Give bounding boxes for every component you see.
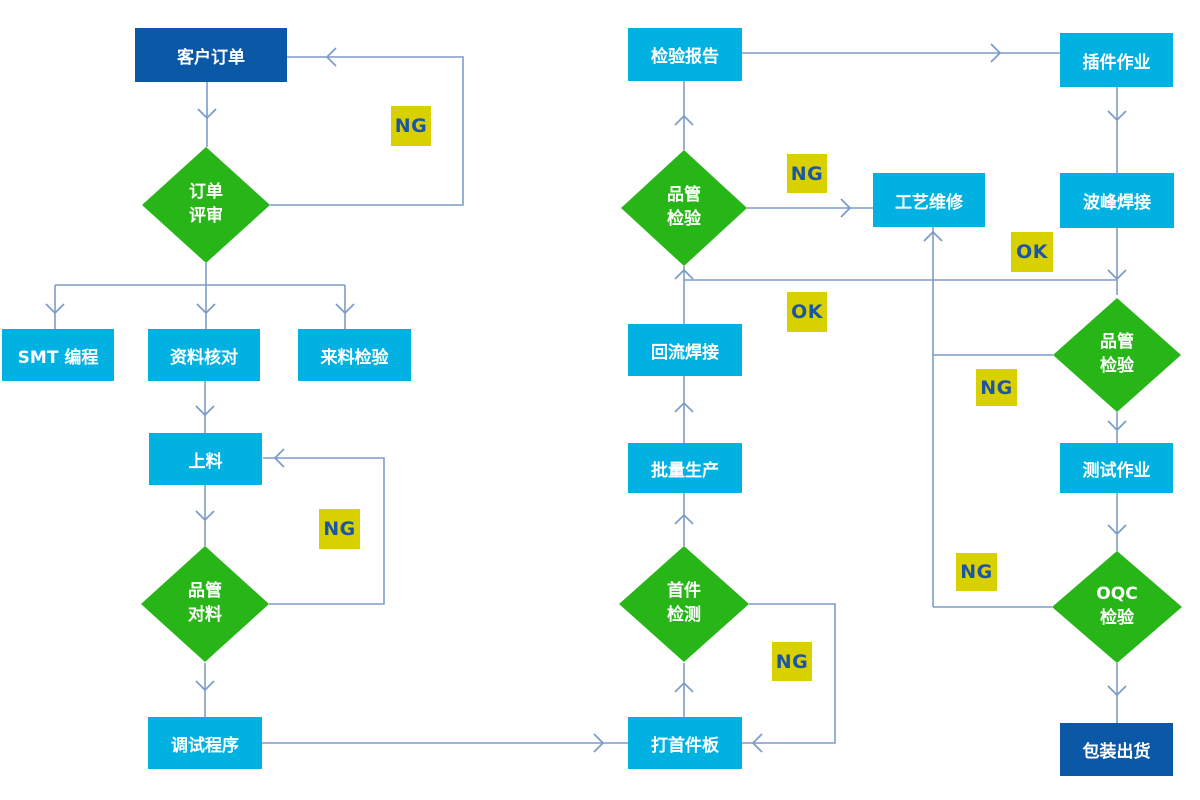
- node-label: 客户订单: [177, 47, 245, 68]
- node-debug-program: 调试程序: [148, 717, 262, 769]
- connector-left-loops: [263, 56, 464, 605]
- connector-top-row: [742, 52, 1118, 173]
- node-label: 资料核对: [170, 347, 238, 368]
- edge-label-text: OK: [791, 301, 823, 323]
- node-inspection-report: 检验报告: [628, 28, 742, 81]
- node-label: 首件 检测: [667, 581, 701, 625]
- edge-label-ng-order-review: NG: [391, 106, 431, 146]
- edge-label-ng-qc-material: NG: [319, 509, 360, 549]
- node-label: 回流焊接: [651, 342, 719, 363]
- edge-label-ng-qc-right: NG: [976, 369, 1017, 406]
- node-data-check: 资料核对: [148, 329, 260, 381]
- node-incoming-inspection: 来料检验: [298, 329, 411, 381]
- edge-label-ok-qc-mid: OK: [787, 292, 827, 332]
- node-label: 上料: [188, 451, 223, 472]
- node-label: 工艺维修: [895, 192, 963, 213]
- node-label: 包装出货: [1082, 742, 1151, 762]
- node-label: 品管 检验: [667, 185, 701, 229]
- node-process-repair: 工艺维修: [873, 173, 985, 227]
- edge-label-text: NG: [775, 650, 809, 673]
- node-customer-order: 客户订单: [135, 28, 287, 82]
- edge-label-text: NG: [790, 162, 824, 185]
- node-label: 品管 对料: [188, 581, 222, 625]
- node-label: 插件作业: [1082, 52, 1151, 73]
- edge-label-text: NG: [960, 561, 993, 583]
- node-label: 批量生产: [651, 460, 719, 481]
- edge-label-ng-first-article: NG: [772, 642, 812, 681]
- node-wave-soldering: 波峰焊接: [1060, 173, 1174, 228]
- node-label: 订单 评审: [189, 182, 223, 226]
- node-label: 来料检验: [320, 347, 389, 368]
- edge-label-ng-qc-mid: NG: [787, 154, 827, 193]
- node-label: 波峰焊接: [1083, 193, 1151, 213]
- node-test-operation: 测试作业: [1060, 443, 1173, 493]
- node-label: OQC 检验: [1096, 584, 1138, 628]
- node-label: 调试程序: [171, 735, 239, 756]
- node-label: 品管 检验: [1100, 332, 1134, 376]
- node-first-board: 打首件板: [628, 717, 742, 769]
- node-label: SMT 编程: [17, 347, 99, 368]
- node-label: 检验报告: [651, 47, 719, 67]
- node-packing-shipping: 包装出货: [1060, 723, 1173, 776]
- node-label: 测试作业: [1082, 460, 1151, 481]
- node-loading: 上料: [149, 433, 262, 485]
- edge-label-ok-wave-solder: OK: [1011, 232, 1053, 272]
- edge-label-text: NG: [323, 518, 356, 540]
- node-smt-programming: SMT 编程: [2, 329, 114, 381]
- edge-label-text: OK: [1016, 241, 1048, 263]
- node-plugin-operation: 插件作业: [1060, 33, 1173, 87]
- arrowheads: [45, 43, 1127, 753]
- node-label: 打首件板: [651, 735, 719, 756]
- edge-label-text: NG: [980, 376, 1013, 399]
- node-batch-production: 批量生产: [628, 443, 742, 493]
- edge-label-text: NG: [394, 115, 428, 137]
- connector-middle-branches: [684, 207, 1117, 744]
- edge-label-ng-oqc: NG: [956, 553, 997, 591]
- connector-repair-trunk: [932, 227, 1053, 608]
- node-reflow-soldering: 回流焊接: [628, 324, 742, 376]
